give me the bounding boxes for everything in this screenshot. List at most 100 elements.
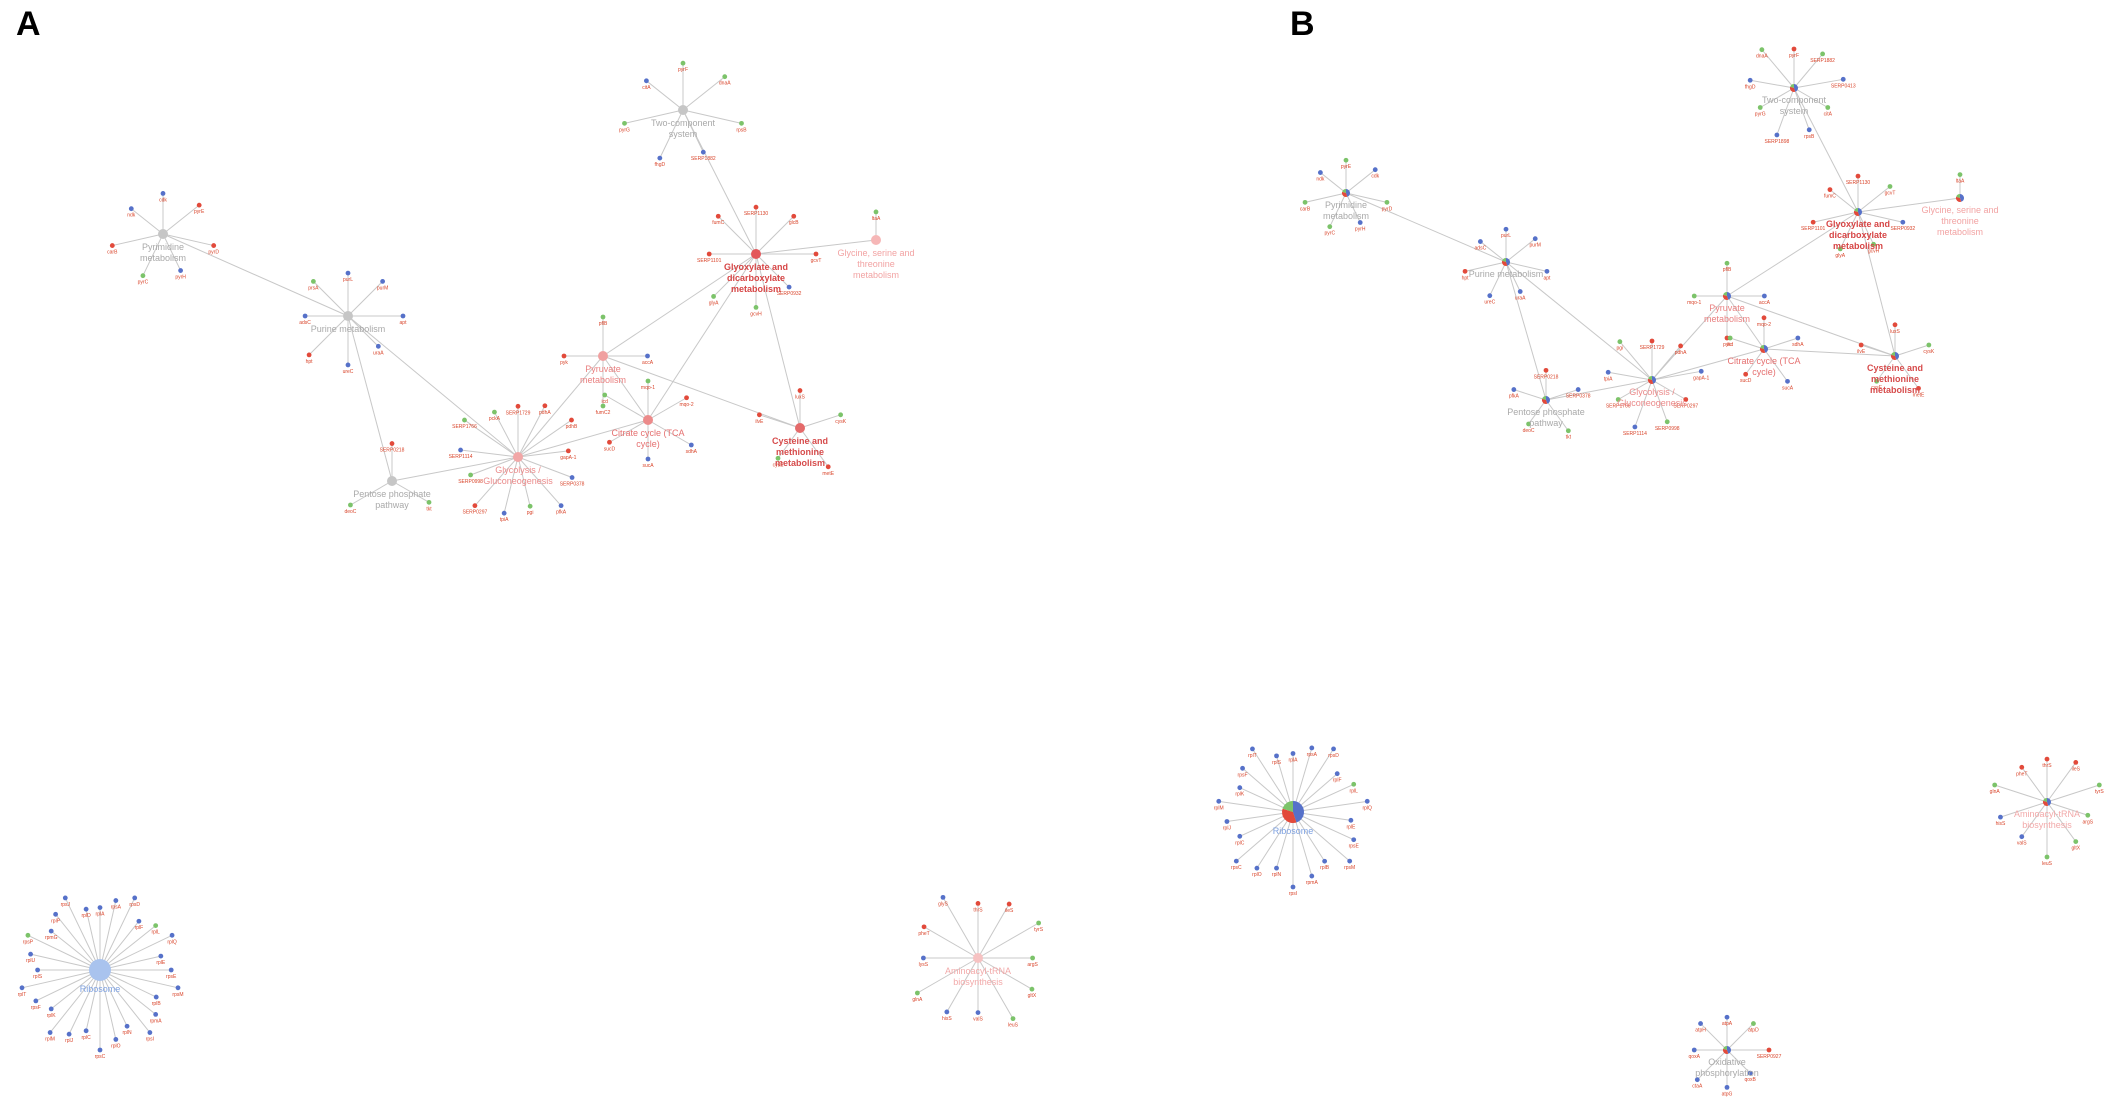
gene-node [1372,167,1378,173]
hub-pie-slice [2043,798,2047,802]
gene-edge [917,957,979,994]
gene-node [838,412,844,418]
hub-label: Pyrimidine [1325,200,1367,210]
gene-edge [1505,261,1521,292]
gene-edge [68,969,101,1035]
gene-node [1526,421,1531,427]
gene-node [178,268,183,273]
hub-pie-slice [1542,396,1546,400]
hub-label: Citrate cycle (TCA [611,428,684,438]
gene-edge [2021,801,2048,838]
hub-pie-slice [1956,194,1960,198]
gene-node [1957,172,1963,178]
gene-label: gcvT [1885,190,1896,196]
gene-node [1806,127,1812,133]
hub-node [678,105,688,115]
gene-edge [1226,811,1294,822]
gene-edge [1292,748,1334,813]
gene-label: ltaA [1956,179,1965,185]
gene-label: rpsD [129,902,140,908]
gene-label: lysS [919,962,929,968]
gene-label: sucA [642,463,654,469]
gene-edge [1528,399,1547,425]
gene-label: rplE [1346,824,1356,830]
gene-edge [313,281,349,317]
gene-edge [717,215,757,255]
gene-node [1747,1070,1753,1076]
gene-edge [99,900,117,971]
gene-label: glnA [912,997,923,1003]
gene-node [136,918,142,924]
gene-label: SERP0218 [380,448,405,454]
edge-layer [21,63,1039,1050]
gene-node [688,442,694,448]
hub-label: cycle) [1752,367,1776,377]
hub-node [343,311,353,321]
gene-label: rplM [45,1037,55,1043]
gene-edge [1292,800,1368,813]
gene-node [1916,385,1921,391]
hub-label: Glycolysis / [495,465,541,475]
gene-edge [308,315,349,356]
gene-label: hisS [1996,821,2006,827]
gene-edge [1292,811,1354,841]
gene-node [786,284,792,290]
gene-node [645,353,650,359]
gene-edge [35,969,101,1002]
gene-node [19,985,25,991]
hub-pie-slice [1858,208,1862,216]
gene-label: ilvE [1857,349,1866,355]
gene-node [1517,289,1523,294]
gene-node [1795,335,1801,341]
gene-node [1290,884,1296,890]
gene-node [1774,132,1780,138]
gene-node [1503,226,1509,232]
gene-edge [977,922,1039,959]
gene-label: SERP1766 [1606,404,1631,410]
hub-pie-slice [1727,291,1731,300]
gene-node [1743,371,1749,377]
hub-label: biosynthesis [2022,820,2072,830]
gene-node [1892,322,1898,328]
hub-label: metabolism [140,253,186,263]
gene-label: SERP0297 [463,510,488,516]
gene-node [1543,367,1549,373]
hub-node [513,452,523,462]
gene-edge [517,456,573,478]
hub-label: pathway [375,500,409,510]
gene-node [715,213,721,219]
gene-label: accA [642,360,654,366]
gene-node [1810,219,1816,225]
gene-label: rpsC [1231,865,1242,871]
gene-edge [1329,192,1347,227]
hub-label: Pentose phosphate [1507,407,1585,417]
hub-label: threonine [1941,216,1979,226]
hub-pie-slice [1546,396,1550,404]
gene-edge [923,926,979,959]
gene-node [1343,157,1349,163]
gene-label: rpsC [95,1054,106,1060]
gene-node [1900,219,1906,225]
gene-label: tyrS [1034,927,1044,933]
gene-edge [1696,1049,1728,1081]
gene-edge [1761,49,1795,89]
gene-edge [1489,261,1507,296]
gene-node [1761,293,1767,299]
gene-edge [1651,345,1681,381]
gene-edge [977,957,1014,1019]
gene-label: rplM [1214,805,1224,811]
gene-label: purM [377,285,388,291]
gene-label: rplL [151,930,160,936]
gene-node [1874,378,1880,384]
gene-label: sucD [1740,378,1752,384]
gene-edge [1320,172,1347,194]
gene-edge [517,419,572,458]
gene-label: rplQ [167,939,177,945]
gene-label: mqo-2 [679,402,693,408]
hub-label: biosynthesis [953,977,1003,987]
gene-label: fhgD [1745,84,1756,90]
gene-label: pyrH [1355,227,1366,233]
gene-node [1632,424,1638,430]
